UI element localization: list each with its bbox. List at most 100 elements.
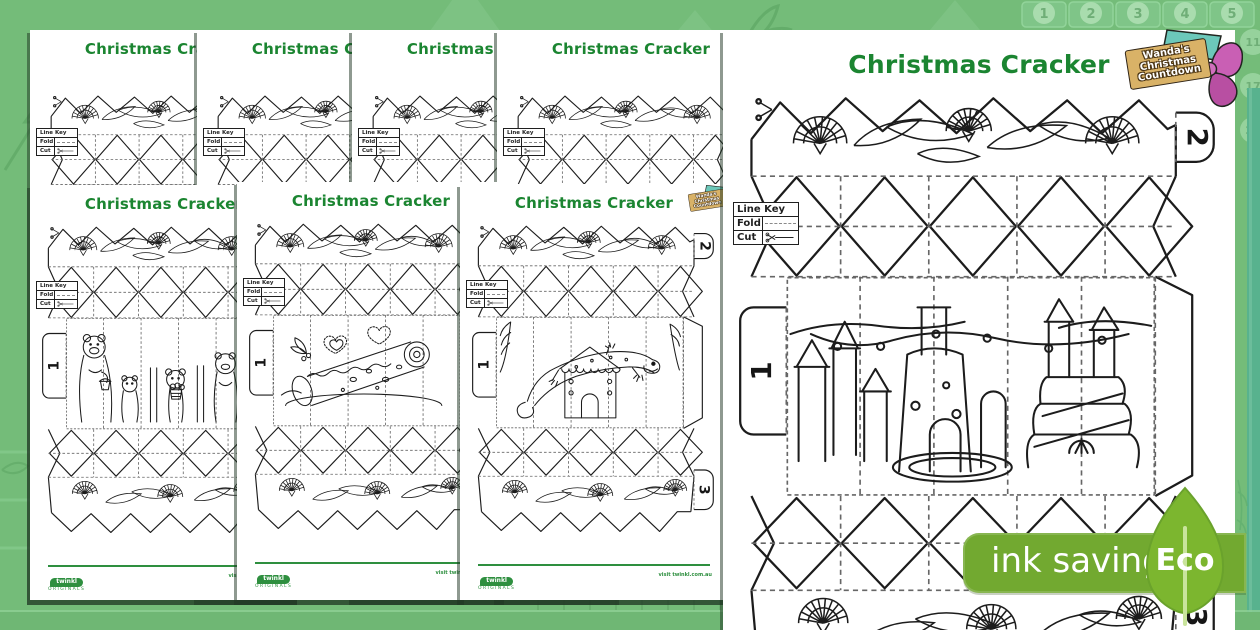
- cracker-template-svg: 2 1 3: [42, 226, 284, 534]
- scissors-icon: [379, 148, 396, 154]
- eco-label: Eco: [1155, 543, 1215, 578]
- cut-label: Cut: [244, 297, 263, 305]
- fold-label: Fold: [37, 291, 56, 300]
- cracker-template-svg: 2 1 3: [249, 223, 491, 531]
- eco-leaf-icon: [1145, 486, 1225, 626]
- line-key-box: Line Key Fold Cut: [203, 128, 245, 156]
- cut-line-sample: [262, 297, 284, 305]
- svg-text:2: 2: [1086, 7, 1095, 22]
- line-key-box: Line Key Fold Cut: [503, 128, 545, 156]
- footer-rule: [255, 562, 487, 564]
- fold-line-sample: [763, 217, 798, 231]
- footer-rule: [48, 565, 280, 567]
- svg-text:1: 1: [46, 361, 62, 371]
- line-key-title: Line Key: [734, 203, 798, 217]
- cracker-template-figure: 2 1 3: [237, 182, 505, 600]
- countdown-tile: 5: [1209, 1, 1255, 28]
- fold-label: Fold: [734, 217, 764, 231]
- cut-line-sample: [522, 147, 544, 155]
- eco-badge: ink saving Eco: [963, 486, 1248, 630]
- twinkl-originals-label: Originals: [478, 585, 516, 591]
- page-title: Christmas Cracker: [551, 40, 711, 58]
- scissors-icon: [524, 148, 541, 154]
- fold-line-sample: [485, 290, 507, 299]
- front-page-gecko[interactable]: 2 1 3 Christmas Cracker Line Key Fold Cu…: [460, 184, 740, 600]
- cut-line-sample: [763, 231, 798, 244]
- cracker-template-figure: 2 1 3: [30, 185, 298, 600]
- fold-line-sample: [55, 291, 77, 300]
- line-key-title: Line Key: [504, 129, 544, 138]
- cut-label: Cut: [467, 299, 486, 307]
- line-key-title: Line Key: [244, 279, 284, 288]
- line-key-box: Line Key Fold Cut: [243, 278, 285, 306]
- ink-saving-label: ink saving: [991, 541, 1164, 581]
- svg-text:1: 1: [1039, 7, 1048, 22]
- page-title: Christmas Cracker: [84, 195, 244, 213]
- cut-label: Cut: [37, 300, 56, 308]
- fold-label: Fold: [37, 138, 56, 147]
- line-key-box: Line Key Fold Cut: [36, 128, 78, 156]
- svg-text:1: 1: [745, 361, 778, 380]
- page-footer: twinkl Originals visit twinkl.com.au: [460, 564, 728, 594]
- line-key-box: Line Key Fold Cut: [466, 280, 508, 308]
- svg-text:11: 11: [1245, 36, 1260, 49]
- fold-line-sample: [55, 138, 77, 147]
- scissors-icon: [766, 232, 794, 243]
- cut-label: Cut: [359, 147, 378, 155]
- line-key-title: Line Key: [467, 281, 507, 290]
- twinkl-originals-label: Originals: [48, 586, 86, 592]
- twinkl-cloud-logo: twinkl: [480, 576, 513, 586]
- cut-label: Cut: [204, 147, 223, 155]
- fold-label: Fold: [467, 290, 486, 299]
- cracker-template-svg: 2 1 3: [472, 225, 714, 533]
- cut-label: Cut: [734, 231, 764, 244]
- svg-text:3: 3: [1133, 7, 1142, 22]
- footer-rule: [478, 564, 710, 566]
- cut-line-sample: [485, 299, 507, 307]
- cut-line-sample: [222, 147, 244, 155]
- page-title: Christmas Cracker: [514, 194, 674, 212]
- svg-text:2: 2: [696, 241, 712, 251]
- line-key-title: Line Key: [37, 129, 77, 138]
- countdown-tile: 4: [1162, 1, 1208, 28]
- fold-label: Fold: [504, 138, 523, 147]
- line-key-box: Line Key Fold Cut: [36, 281, 78, 309]
- svg-text:4: 4: [1180, 7, 1189, 22]
- page-title: Christmas Cracker: [291, 192, 451, 210]
- scissors-icon: [224, 148, 241, 154]
- svg-text:1: 1: [476, 360, 492, 370]
- scissors-icon: [57, 148, 74, 154]
- fold-line-sample: [377, 138, 399, 147]
- cracker-template-figure: 2 1 3: [460, 184, 728, 600]
- scissors-icon: [487, 300, 504, 306]
- countdown-tile: 3: [1115, 1, 1161, 28]
- svg-text:1: 1: [253, 358, 269, 368]
- fold-label: Fold: [244, 288, 263, 297]
- fold-line-sample: [222, 138, 244, 147]
- svg-text:2: 2: [1181, 128, 1214, 147]
- line-key-box: Line Key Fold Cut: [733, 202, 799, 245]
- cut-label: Cut: [504, 147, 523, 155]
- page-title: Christmas Cracker: [848, 50, 1110, 79]
- cut-line-sample: [55, 147, 77, 155]
- svg-text:3: 3: [696, 485, 712, 495]
- cut-label: Cut: [37, 147, 56, 155]
- cut-line-sample: [377, 147, 399, 155]
- twinkl-logo: twinkl Originals: [255, 567, 292, 589]
- line-key-title: Line Key: [359, 129, 399, 138]
- cut-line-sample: [55, 300, 77, 308]
- footer-link: visit twinkl.com.au: [658, 572, 712, 578]
- fold-label: Fold: [359, 138, 378, 147]
- twinkl-originals-label: Originals: [255, 583, 293, 589]
- twinkl-cloud-logo: twinkl: [50, 577, 83, 587]
- countdown-tile: 2: [1068, 1, 1114, 28]
- fold-line-sample: [522, 138, 544, 147]
- twinkl-logo: twinkl Originals: [478, 569, 515, 591]
- svg-text:5: 5: [1227, 7, 1236, 22]
- countdown-circle: 11: [1240, 29, 1260, 55]
- fold-line-sample: [262, 288, 284, 297]
- main-page-sandcastle[interactable]: 2 1 3 Christmas Cracker Line Key Fold Cu…: [723, 29, 1243, 630]
- wandas-christmas-countdown-tag: Wanda's Christmas Countdown: [1124, 27, 1243, 119]
- fold-label: Fold: [204, 138, 223, 147]
